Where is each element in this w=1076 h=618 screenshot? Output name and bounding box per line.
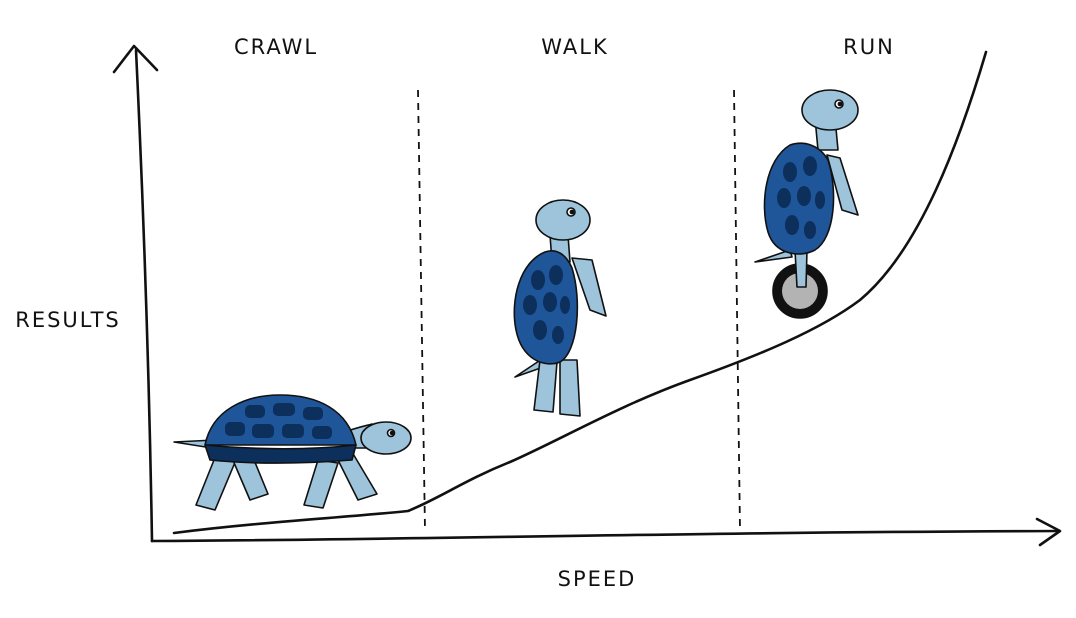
phase-label-crawl: CRAWL xyxy=(234,35,318,59)
walking-turtle xyxy=(513,199,607,417)
turtle-shell-scutes xyxy=(777,156,825,239)
growth-curve xyxy=(172,50,988,535)
turtle-leg xyxy=(794,249,808,288)
turtle-shell xyxy=(204,394,357,446)
unicycle-wheel-hub xyxy=(782,273,818,309)
phase-dividers xyxy=(417,89,741,531)
crawling-turtle xyxy=(173,394,412,511)
turtle-pupil xyxy=(837,101,843,107)
turtle-leg xyxy=(195,454,237,511)
turtle-leg xyxy=(559,359,581,417)
divider-crawl-walk xyxy=(417,89,426,531)
turtle-pupil xyxy=(389,430,395,436)
turtle-shell-rim xyxy=(204,444,357,464)
y-axis-label: RESULTS xyxy=(15,308,121,332)
x-axis-label: SPEED xyxy=(558,567,637,591)
x-axis-line xyxy=(150,529,1060,543)
phase-label-walk: WALK xyxy=(541,35,608,59)
turtle-head xyxy=(360,421,412,455)
unicycle-turtle xyxy=(754,89,859,319)
turtle-leg xyxy=(303,459,339,509)
y-axis-arrowhead xyxy=(112,44,159,74)
phase-label-run: RUN xyxy=(843,35,895,59)
turtle-arm xyxy=(571,257,607,317)
divider-walk-run xyxy=(733,89,741,531)
x-axis-arrowhead xyxy=(1035,517,1062,547)
turtle-shell-scutes xyxy=(523,265,570,344)
turtle-shell-scutes xyxy=(225,403,332,439)
y-axis-line xyxy=(134,48,154,543)
turtle-head xyxy=(801,89,859,131)
axes xyxy=(112,44,1062,547)
turtle-pupil xyxy=(569,209,575,215)
turtle-head xyxy=(535,199,591,241)
turtle-arm xyxy=(826,154,859,216)
